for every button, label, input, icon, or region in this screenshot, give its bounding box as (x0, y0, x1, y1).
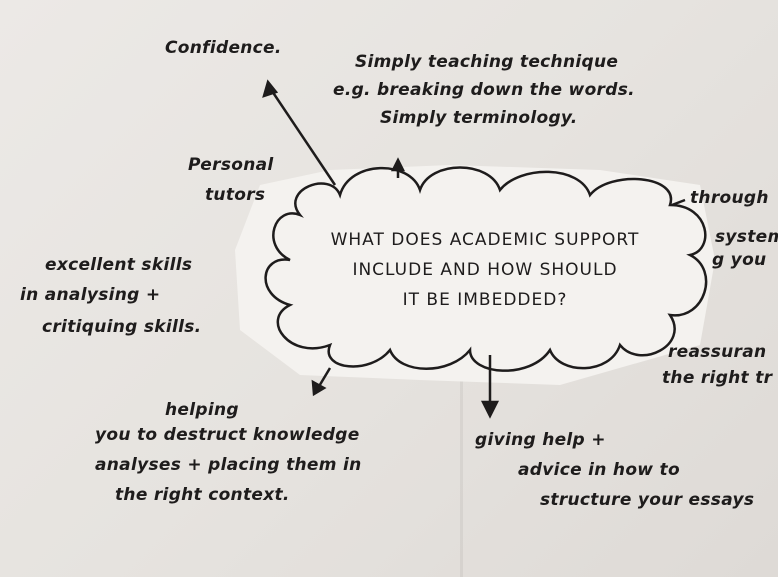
note-giving-help-1: giving help + (475, 430, 606, 450)
note-system-2: g you (712, 250, 767, 270)
central-question-line-3: IT BE IMBEDDED? (402, 290, 568, 310)
note-tutors-2: tutors (205, 185, 266, 205)
note-skills-2: in analysing + (20, 285, 161, 305)
note-helping-4: the right context. (115, 485, 290, 505)
note-reassurance-1: reassuran (668, 342, 767, 362)
note-helping-1: helping (165, 400, 239, 420)
note-through: through (690, 188, 769, 208)
arrow-through (671, 198, 686, 207)
paper-fold (460, 360, 463, 577)
note-giving-help-2: advice in how to (518, 460, 680, 480)
note-system-1: system (715, 227, 778, 247)
note-tutors-1: Personal (188, 155, 274, 175)
cloud-outline (264, 166, 708, 372)
note-skills-3: critiquing skills. (42, 317, 202, 337)
arrow-confidence (268, 87, 337, 186)
note-teaching-1: Simply teaching technique (355, 52, 619, 72)
note-helping-2: you to destruct knowledge (95, 425, 360, 445)
note-reassurance-2: the right tr (662, 368, 773, 388)
note-teaching-2: e.g. breaking down the words. (333, 80, 635, 100)
note-confidence: Confidence. (165, 38, 282, 58)
central-question-line-1: WHAT DOES ACADEMIC SUPPORT (330, 230, 640, 250)
note-helping-3: analyses + placing them in (95, 455, 362, 475)
cloud-paper-cutout (235, 165, 715, 385)
arrows (262, 79, 686, 419)
central-question-line-2: INCLUDE AND HOW SHOULD (352, 260, 618, 280)
note-skills-1: excellent skills (45, 255, 193, 275)
note-giving-help-3: structure your essays (540, 490, 755, 510)
note-teaching-3: Simply terminology. (380, 108, 578, 128)
